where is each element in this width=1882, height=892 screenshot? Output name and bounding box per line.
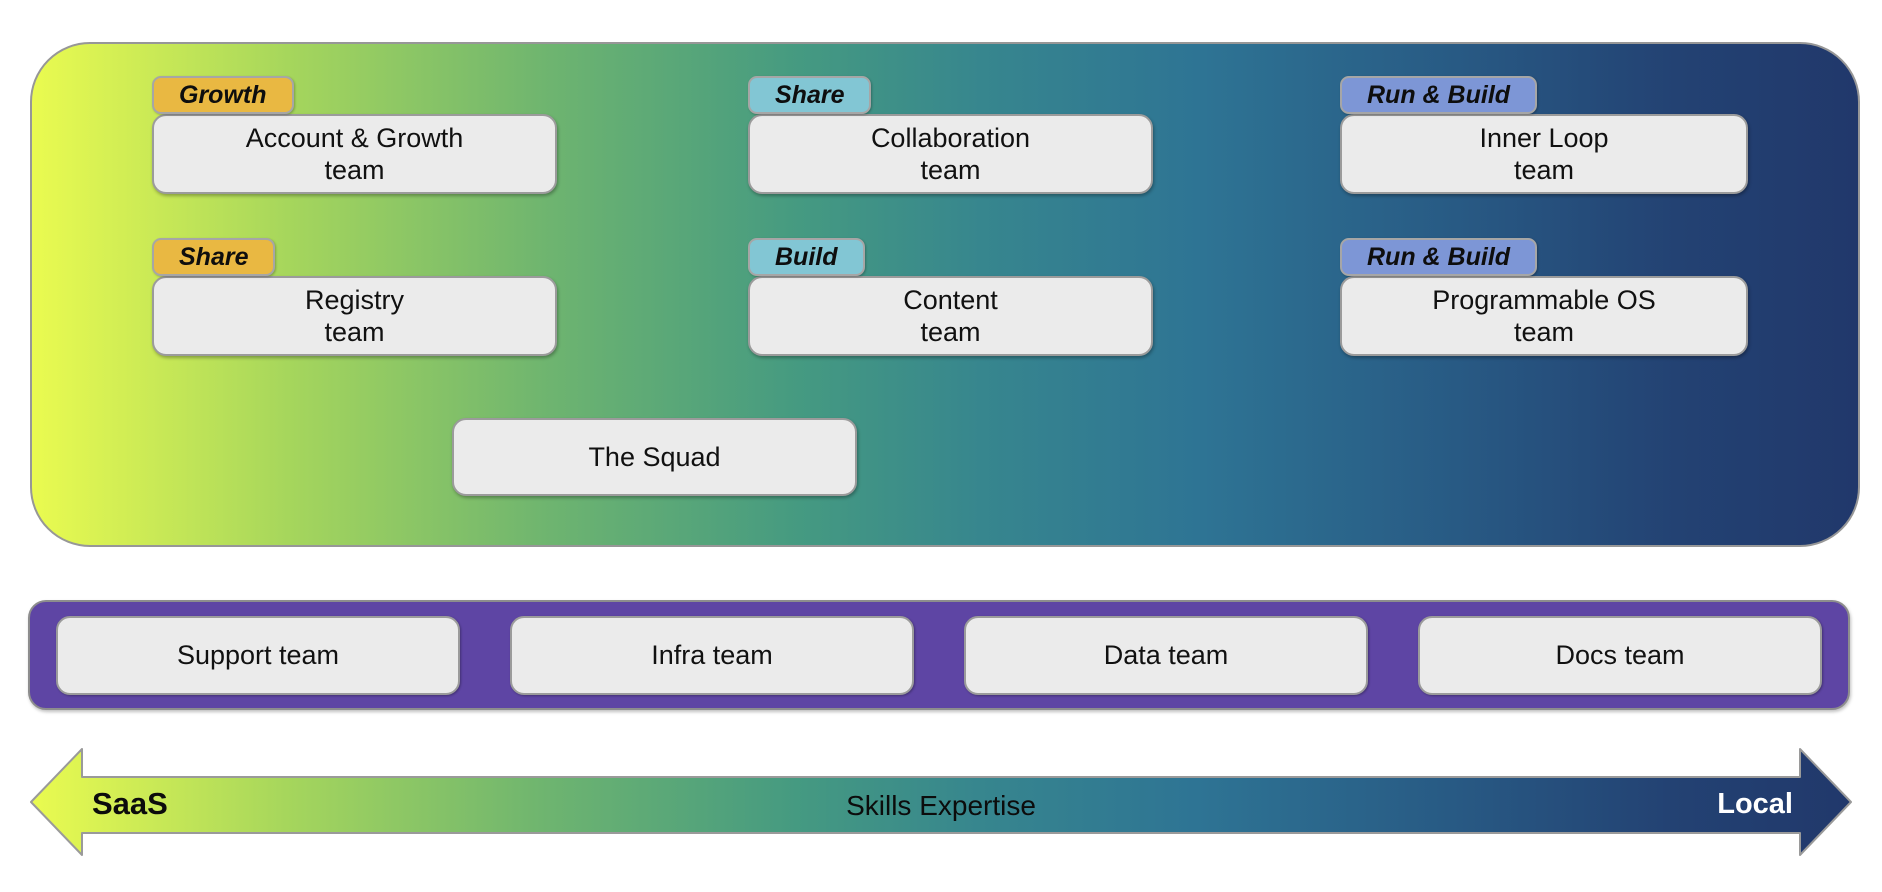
- axis-label-skills: Skills Expertise: [846, 790, 1036, 821]
- badge-run-build-2: Run & Build: [1340, 238, 1538, 276]
- team-card-line1: Content: [903, 285, 998, 315]
- skills-axis-arrow: [30, 748, 1852, 856]
- support-teams-bar: Support team Infra team Data team Docs t…: [28, 600, 1850, 710]
- badge-run-build-1: Run & Build: [1340, 76, 1538, 114]
- team-card-line1: Inner Loop: [1479, 123, 1609, 153]
- data-team-card: Data team: [964, 615, 1368, 695]
- team-card-line1: Registry: [304, 285, 405, 315]
- team-card-programmable-os: Programmable OS team: [1340, 276, 1748, 356]
- team-card-line2: team: [920, 317, 981, 347]
- badge-share-gold: Share: [152, 238, 276, 276]
- team-card-line1: Collaboration: [870, 123, 1031, 153]
- docs-team-card: Docs team: [1418, 615, 1822, 695]
- team-card-line2: team: [324, 317, 385, 347]
- team-card-line1: Account & Growth: [245, 123, 464, 153]
- badge-growth: Growth: [152, 76, 294, 114]
- team-card-line2: team: [1513, 155, 1575, 185]
- team-card-the-squad: The Squad: [452, 418, 857, 496]
- axis-label-saas: SaaS: [92, 786, 168, 821]
- axis-label-local: Local: [1717, 788, 1793, 820]
- team-card-line2: team: [920, 155, 981, 185]
- team-card-line1: Programmable OS: [1432, 285, 1656, 315]
- team-card-line2: team: [324, 155, 385, 185]
- team-card-inner-loop: Inner Loop team: [1340, 114, 1748, 194]
- badge-share-teal: Share: [748, 76, 872, 114]
- support-team-card: Support team: [56, 615, 460, 695]
- team-card-content: Content team: [748, 276, 1153, 356]
- team-card-line2: team: [1513, 317, 1575, 347]
- double-arrow-shape: [30, 748, 1852, 856]
- badge-build: Build: [748, 238, 865, 276]
- infra-team-card: Infra team: [510, 615, 914, 695]
- squad-label: The Squad: [588, 442, 721, 472]
- team-card-collaboration: Collaboration team: [748, 114, 1153, 194]
- team-card-registry: Registry team: [152, 276, 557, 356]
- team-card-account-growth: Account & Growth team: [152, 114, 557, 194]
